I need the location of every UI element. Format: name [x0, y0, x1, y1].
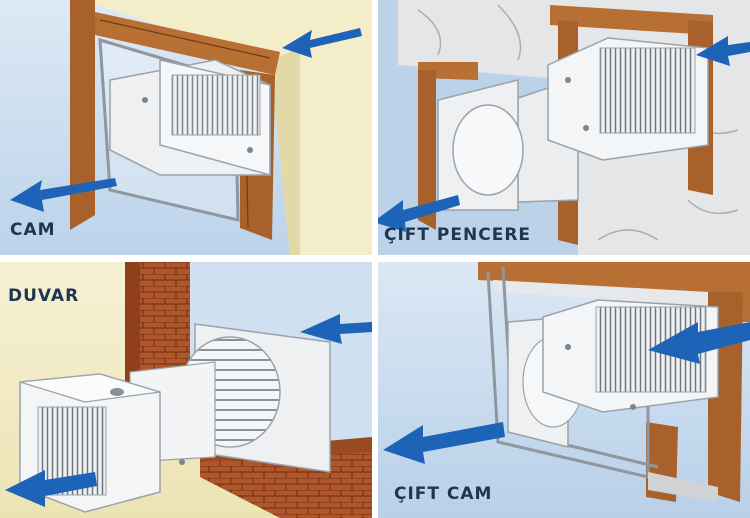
panel-label: ÇIFT PENCERE	[384, 225, 532, 245]
arrow-in	[5, 470, 97, 507]
arrow-in	[282, 28, 362, 58]
cift-cam-illustration	[378, 262, 750, 518]
panel-cam: CAM	[0, 0, 372, 255]
arrow-in	[696, 36, 750, 66]
fan-grille	[599, 47, 696, 134]
arrow-out	[10, 178, 117, 212]
arrow-out	[383, 422, 505, 464]
arrow-out	[378, 195, 460, 232]
cift-pencere-illustration	[378, 0, 750, 255]
panel-label: ÇIFT CAM	[394, 484, 493, 504]
panel-cift-pencere: ÇIFT PENCERE	[378, 0, 750, 255]
panel-cift-cam: ÇIFT CAM	[378, 262, 750, 518]
wood-frame-top	[478, 262, 750, 322]
wood-frame-left	[70, 0, 95, 230]
panel-label: DUVAR	[8, 286, 80, 306]
panel-duvar: DUVAR	[0, 262, 372, 518]
arrow-out	[300, 314, 372, 344]
duvar-illustration	[0, 262, 372, 518]
wood-frame-top	[95, 12, 280, 75]
panel-label: CAM	[10, 220, 56, 240]
cam-illustration	[0, 0, 372, 255]
arrow-in	[648, 322, 750, 364]
fan-grille	[171, 74, 261, 136]
